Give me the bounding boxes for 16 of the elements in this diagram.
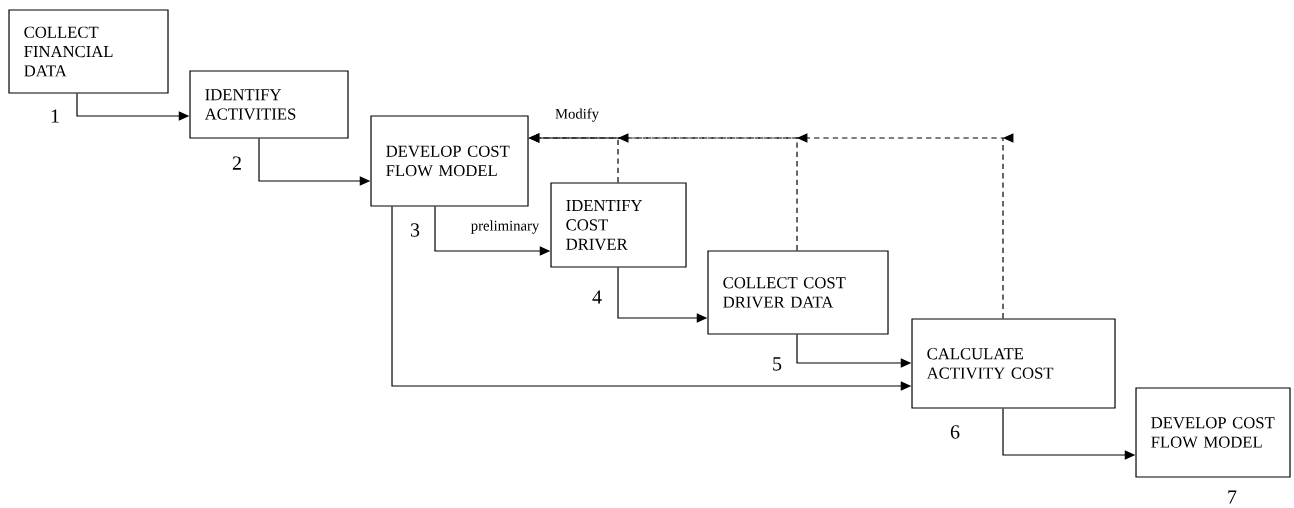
step-number: 1 (51, 109, 59, 123)
step-number: 4 (592, 290, 602, 304)
step-number: 7 (1228, 490, 1237, 504)
process-box: COLLECT COST DRIVER DATA (707, 250, 889, 335)
process-box: COLLECT FINANCIAL DATA (8, 9, 169, 94)
process-box: DEVELOP COST FLOW MODEL (370, 115, 529, 207)
process-box: DEVELOP COST FLOW MODEL (1135, 387, 1291, 478)
edge-label: preliminary (469, 219, 541, 235)
edge-label: Modify (555, 108, 599, 122)
step-number: 6 (950, 425, 960, 439)
step-number: 2 (232, 156, 241, 170)
process-box: IDENTIFY COST DRIVER (550, 182, 687, 268)
step-number: 5 (773, 357, 782, 371)
process-box: CALCULATE ACTIVITY COST (911, 318, 1116, 409)
process-box: IDENTIFY ACTIVITIES (189, 70, 349, 139)
step-number: 3 (410, 223, 420, 237)
